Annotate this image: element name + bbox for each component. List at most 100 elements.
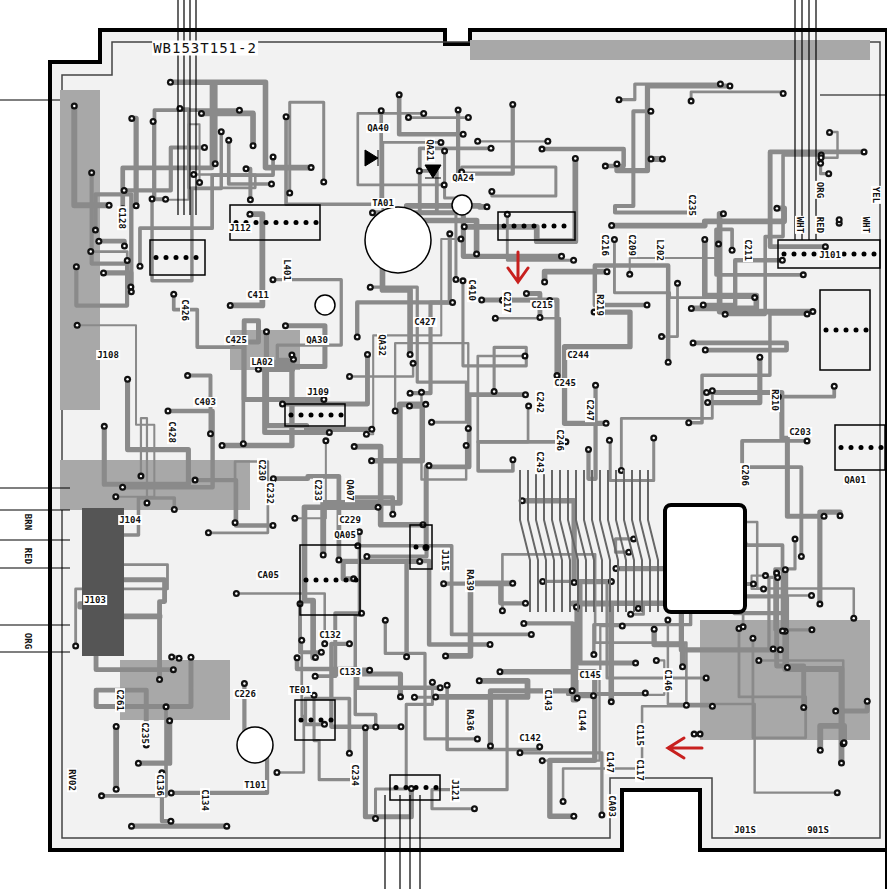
part-label: L202 xyxy=(655,238,665,262)
pad-hole xyxy=(840,762,842,764)
pad-hole xyxy=(90,250,92,252)
solder-pad xyxy=(608,578,615,585)
lead-wire xyxy=(794,0,795,240)
copper-trace xyxy=(446,583,513,656)
copper-trace xyxy=(123,411,213,487)
solder-pad xyxy=(688,98,695,105)
connector-pin xyxy=(264,220,269,225)
pad-hole xyxy=(418,170,420,172)
pad-hole xyxy=(137,762,139,764)
pad-hole xyxy=(478,680,480,682)
pad-hole xyxy=(489,643,491,645)
copper-trace xyxy=(775,539,812,630)
solder-pad xyxy=(492,315,499,322)
pad-hole xyxy=(356,336,358,338)
pad-hole xyxy=(754,296,756,298)
part-label: 901S xyxy=(806,825,830,835)
pad-hole xyxy=(752,637,754,639)
pad-hole xyxy=(634,662,636,664)
pad-hole xyxy=(621,625,623,627)
part-label: J103 xyxy=(83,595,107,605)
part-label: LA02 xyxy=(250,357,274,367)
pad-hole xyxy=(407,116,409,118)
pad-hole xyxy=(449,233,451,235)
copper-trace xyxy=(358,113,444,184)
solder-pad xyxy=(488,145,495,152)
pad-hole xyxy=(314,675,316,677)
solder-pad xyxy=(726,83,733,90)
solder-pad xyxy=(444,682,451,689)
solder-pad xyxy=(688,305,695,312)
solder-pad xyxy=(571,579,578,586)
transistor-body xyxy=(315,295,335,315)
lead-wire xyxy=(195,0,196,215)
solder-pad xyxy=(780,90,787,97)
trim-pot xyxy=(237,727,273,763)
pad-hole xyxy=(524,355,526,357)
solder-pad xyxy=(273,769,280,776)
connector-pin xyxy=(154,255,159,260)
solder-pad xyxy=(800,271,807,278)
pad-hole xyxy=(444,655,446,657)
solder-pad xyxy=(773,205,780,212)
pad-hole xyxy=(74,645,76,647)
part-label: RA39 xyxy=(465,568,475,592)
connector-pin xyxy=(289,413,294,418)
pad-hole xyxy=(523,622,525,624)
pad-hole xyxy=(234,521,236,523)
pad-hole xyxy=(467,116,469,118)
pad-hole xyxy=(377,506,379,508)
connector-pin xyxy=(869,445,874,450)
solder-pad xyxy=(407,351,414,358)
copper-trace xyxy=(201,113,253,145)
solder-pad xyxy=(137,473,144,480)
solder-pad xyxy=(356,528,363,535)
pad-hole xyxy=(800,555,802,557)
solder-pad xyxy=(779,627,786,634)
solder-pad xyxy=(170,291,177,298)
pad-hole xyxy=(565,441,567,443)
solder-pad xyxy=(320,178,327,185)
solder-pad xyxy=(590,692,597,699)
pad-hole xyxy=(460,238,462,240)
pad-hole xyxy=(272,278,274,280)
pad-hole xyxy=(601,814,603,816)
solder-pad xyxy=(312,654,319,661)
pad-hole xyxy=(425,403,427,405)
lead-wire xyxy=(189,0,190,215)
solder-pad xyxy=(416,167,423,174)
pad-hole xyxy=(490,147,492,149)
pad-hole xyxy=(289,192,291,194)
solder-pad xyxy=(762,572,769,579)
pad-hole xyxy=(784,569,786,571)
part-label: RV02 xyxy=(67,768,77,792)
pad-hole xyxy=(126,378,128,380)
pad-hole xyxy=(587,448,589,450)
copper-trace xyxy=(668,620,837,793)
solder-pad xyxy=(751,294,758,301)
part-label: L401 xyxy=(282,258,292,282)
solder-pad xyxy=(176,655,183,662)
pad-hole xyxy=(151,198,153,200)
pad-hole xyxy=(688,422,690,424)
pad-hole xyxy=(281,403,283,405)
pad-hole xyxy=(562,800,564,802)
solder-pad xyxy=(326,429,333,436)
pad-hole xyxy=(73,105,75,107)
shield-block xyxy=(82,508,124,656)
solder-pad xyxy=(106,202,113,209)
connector-pin xyxy=(284,220,289,225)
solder-pad xyxy=(653,657,660,664)
part-label: C226 xyxy=(233,689,257,699)
pad-hole xyxy=(115,495,117,497)
pad-hole xyxy=(489,745,491,747)
part-label: C136 xyxy=(155,773,165,797)
solder-pad xyxy=(474,138,481,145)
pad-hole xyxy=(660,335,662,337)
solder-pad xyxy=(528,631,535,638)
solder-pad xyxy=(164,408,171,415)
solder-pad xyxy=(246,211,253,218)
part-label: QA21 xyxy=(425,138,435,162)
solder-pad xyxy=(509,456,516,463)
copper-trace xyxy=(542,149,624,166)
